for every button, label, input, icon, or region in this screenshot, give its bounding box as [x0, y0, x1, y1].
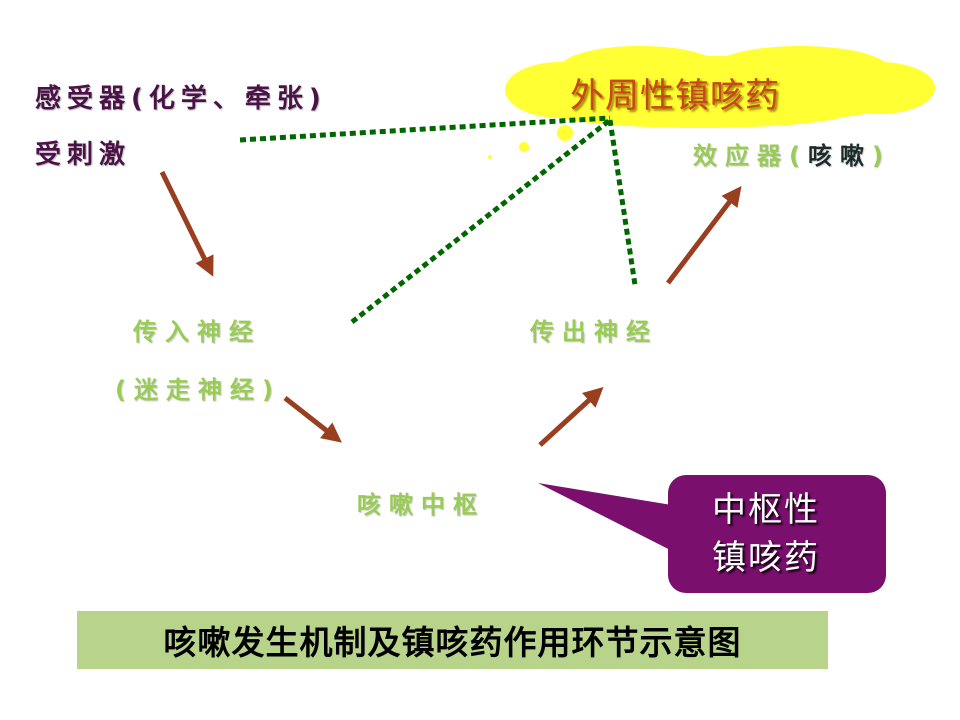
stimulus-label: 受刺激	[35, 140, 132, 170]
callout-shape	[538, 475, 886, 593]
efferent-nerve-label: 传出神经	[530, 318, 658, 346]
arrow-receptor-to-afferent	[159, 170, 214, 277]
effector-prefix: 效应器(	[693, 142, 808, 170]
effector-label: 效应器(咳嗽)	[693, 136, 891, 171]
caption-text: 咳嗽发生机制及镇咳药作用环节示意图	[163, 623, 742, 662]
dotted-line-receptor	[239, 115, 611, 143]
afferent-nerve-label: 传入神经	[133, 318, 261, 346]
effector-cough: 咳嗽	[807, 142, 872, 170]
dotted-line-efferent	[607, 119, 638, 286]
cloud-dot-medium	[519, 142, 529, 152]
cloud-dot-large	[557, 125, 573, 141]
vagus-nerve-label: (迷走神经)	[115, 376, 281, 404]
receptor-label: 感受器(化学、牵张)	[35, 84, 327, 114]
cloud-dot-small	[488, 155, 492, 159]
dotted-line-afferent	[350, 118, 612, 324]
caption-box: 咳嗽发生机制及镇咳药作用环节示意图	[77, 611, 828, 669]
arrow-afferent-to-center	[283, 396, 342, 443]
central-antitussive-label: 中枢性 镇咳药	[712, 486, 820, 582]
peripheral-antitussive-label: 外周性镇咳药	[570, 76, 780, 116]
arrow-center-to-efferent	[538, 386, 604, 447]
arrow-efferent-to-effector	[666, 186, 742, 285]
effector-suffix: )	[871, 142, 891, 170]
cloud-shape	[488, 46, 935, 159]
cough-center-label: 咳嗽中枢	[357, 491, 485, 519]
central-antitussive-line2: 镇咳药	[712, 538, 820, 578]
central-antitussive-line1: 中枢性	[712, 490, 820, 530]
